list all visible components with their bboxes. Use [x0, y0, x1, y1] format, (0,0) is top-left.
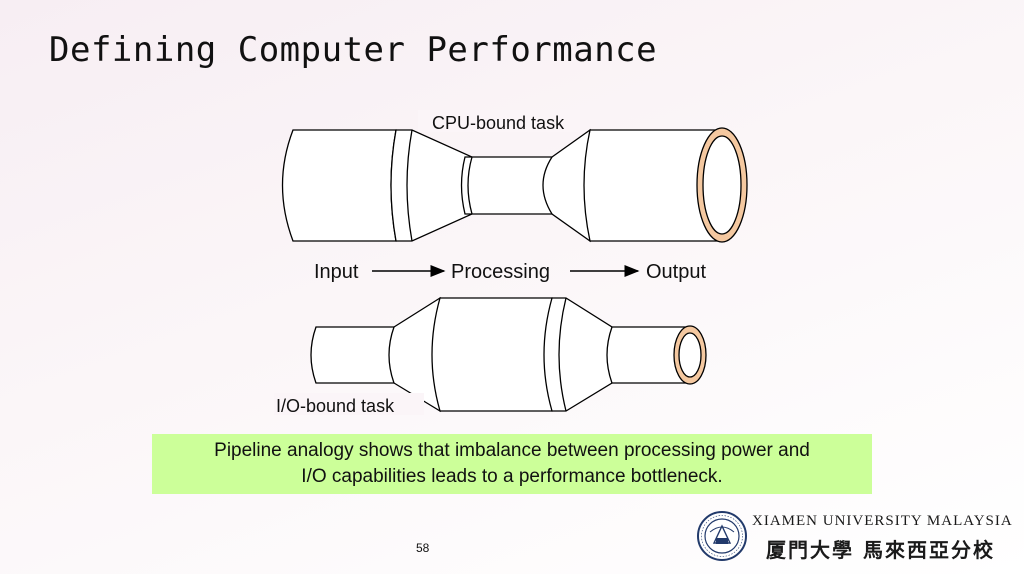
university-seal-icon [697, 511, 747, 561]
cpu-pipe-narrow-middle [460, 156, 553, 215]
cpu-pipe-opening-inner [702, 135, 742, 235]
io-bound-pipe [310, 296, 691, 413]
io-pipe-opening-inner [678, 332, 702, 378]
io-bound-label: I/O-bound task [276, 396, 395, 416]
io-pipe-large-middle [431, 297, 553, 412]
caption-box: Pipeline analogy shows that imbalance be… [152, 434, 872, 494]
flow-input-label: Input [314, 261, 359, 283]
flow-processing-label: Processing [451, 261, 550, 283]
slide-title: Defining Computer Performance [49, 30, 658, 70]
io-pipe-funnel-out [543, 297, 613, 412]
cpu-bound-pipe [281, 128, 723, 243]
university-name-zh: 厦門大學 馬來西亞分校 [766, 538, 995, 562]
cpu-pipe-funnel-in [390, 129, 473, 242]
flow-output-label: Output [646, 261, 706, 283]
university-logo: XIAMEN UNIVERSITY MALAYSIA 厦門大學 馬來西亞分校 [696, 508, 1016, 564]
page-number: 58 [416, 541, 430, 555]
caption-line-2: I/O capabilities leads to a performance … [301, 466, 723, 487]
caption-line-1: Pipeline analogy shows that imbalance be… [214, 440, 810, 461]
cpu-pipe-input-section [281, 129, 397, 242]
university-name-en: XIAMEN UNIVERSITY MALAYSIA [752, 513, 1013, 529]
cpu-pipe-output-section [583, 129, 723, 242]
io-pipe-funnel-in [388, 296, 441, 413]
io-pipe-narrow-output [606, 326, 691, 384]
cpu-pipe-funnel-out [542, 128, 591, 243]
io-pipe-narrow-input [310, 326, 395, 384]
cpu-bound-label: CPU-bound task [432, 113, 565, 133]
